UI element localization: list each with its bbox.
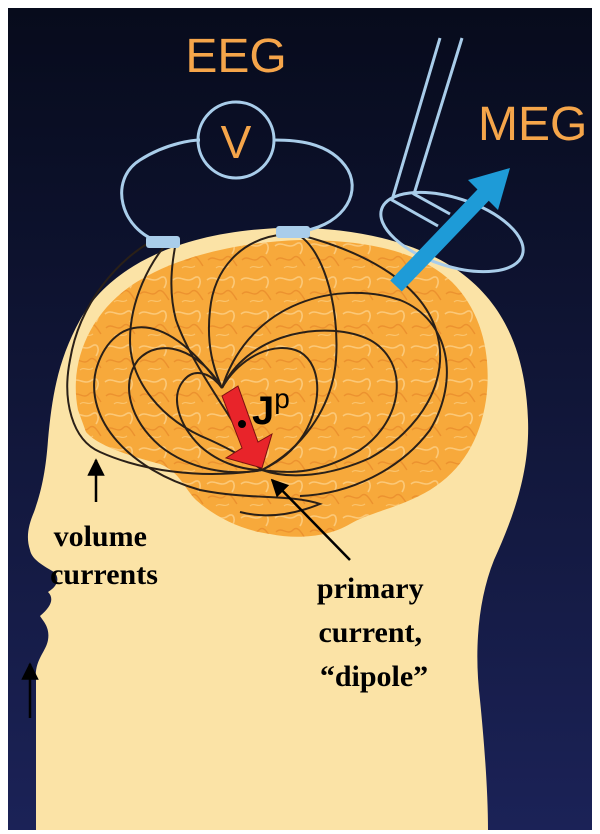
eeg-label: EEG bbox=[185, 30, 286, 83]
meg-label: MEG bbox=[478, 98, 587, 151]
primary-current-label: primary current, “dipole” bbox=[317, 572, 431, 693]
dipole-center-dot bbox=[238, 420, 246, 428]
eeg-electrode-right bbox=[276, 226, 310, 238]
voltmeter-label: V bbox=[221, 116, 252, 168]
eeg-electrode-left bbox=[146, 236, 180, 248]
